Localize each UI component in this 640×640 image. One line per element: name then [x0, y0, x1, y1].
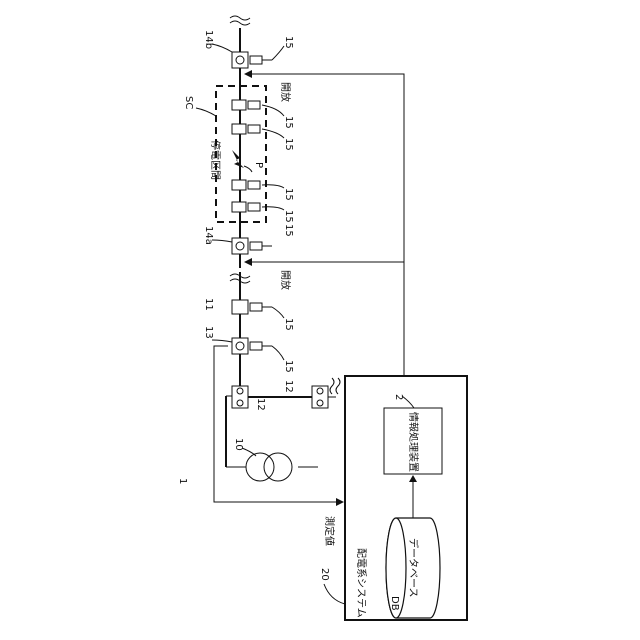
switch-14a-leader — [212, 240, 232, 242]
breaker-2-break — [330, 378, 334, 394]
open-command-line-14b — [252, 74, 404, 262]
distribution-system-label: 配電系システム — [355, 548, 367, 618]
switch-14b-ref: 14b — [203, 30, 214, 49]
sensor-ref-1: 15 — [283, 360, 294, 373]
transformer-coil-2 — [246, 453, 274, 481]
open-label-14b: 開放 — [279, 82, 292, 102]
fault-lightning-icon — [232, 150, 244, 168]
distribution-system-ref: 20 — [319, 568, 330, 581]
switch-14b — [232, 52, 272, 68]
switch-13-leader — [212, 340, 232, 342]
measurement-arrowhead — [336, 498, 344, 506]
info-processing-ref: 2 — [393, 394, 404, 400]
info-processing-leader — [402, 396, 414, 408]
section-sensor-3 — [232, 180, 260, 190]
main-line-break-top — [230, 16, 250, 20]
transformer-coil-1 — [264, 453, 292, 481]
open-command-arrowhead-14b — [244, 70, 252, 78]
main-line-break-top-b — [230, 21, 250, 25]
breaker-ref-1: 12 — [255, 398, 266, 411]
switch-11-ref: 11 — [203, 298, 214, 311]
figure-ref-1: 1 — [177, 478, 188, 484]
section-sensor-4 — [232, 202, 260, 212]
switch-14a-ref: 14a — [203, 226, 214, 245]
database-label: データベース — [407, 538, 420, 598]
sensor-ref-s1: 15 — [283, 116, 294, 129]
sensor-ref-14a: 15 — [283, 224, 294, 237]
switch-13 — [232, 338, 272, 354]
switch-14a — [232, 238, 272, 254]
sensor-ref-s2: 15 — [283, 138, 294, 151]
distribution-system-leader — [324, 584, 345, 604]
breaker-2 — [312, 386, 328, 408]
breaker-1 — [232, 386, 248, 408]
outage-section-label: 停電区間 — [209, 140, 222, 180]
breaker-2-break-b — [336, 378, 340, 394]
open-label-14a: 開放 — [279, 270, 292, 290]
database-ref: DB — [389, 596, 400, 611]
section-sensor-1 — [232, 100, 260, 110]
section-ref: SC — [183, 96, 194, 109]
sensor-ref-s4: 15 — [283, 210, 294, 223]
open-command-line-14a — [252, 262, 404, 376]
db-to-device-arrowhead — [409, 475, 417, 482]
sensor-ref-s3: 15 — [283, 188, 294, 201]
sensor-leader-2 — [272, 307, 284, 318]
sensor-ref-14b: 15 — [283, 36, 294, 49]
section-sensor-2 — [232, 124, 260, 134]
breaker-ref-2: 12 — [283, 380, 294, 393]
transformer-leader — [242, 448, 256, 456]
switch-13-ref: 13 — [203, 326, 214, 339]
measured-value-label: 測定値 — [323, 516, 336, 546]
switch-14b-leader — [212, 44, 232, 52]
measurement-line — [214, 346, 336, 502]
fault-point-leader — [244, 166, 252, 172]
section-ref-leader — [196, 108, 216, 116]
switch-11 — [232, 300, 272, 314]
open-command-arrowhead-14a — [244, 258, 252, 266]
sensor-leader-1 — [272, 346, 284, 360]
sensor-ref-2: 15 — [283, 318, 294, 331]
fault-point-label: P — [253, 162, 264, 168]
info-processing-label: 情報処理装置 — [407, 412, 420, 472]
transformer-ref: 10 — [233, 438, 244, 451]
sensor-leader-14b — [272, 46, 284, 60]
